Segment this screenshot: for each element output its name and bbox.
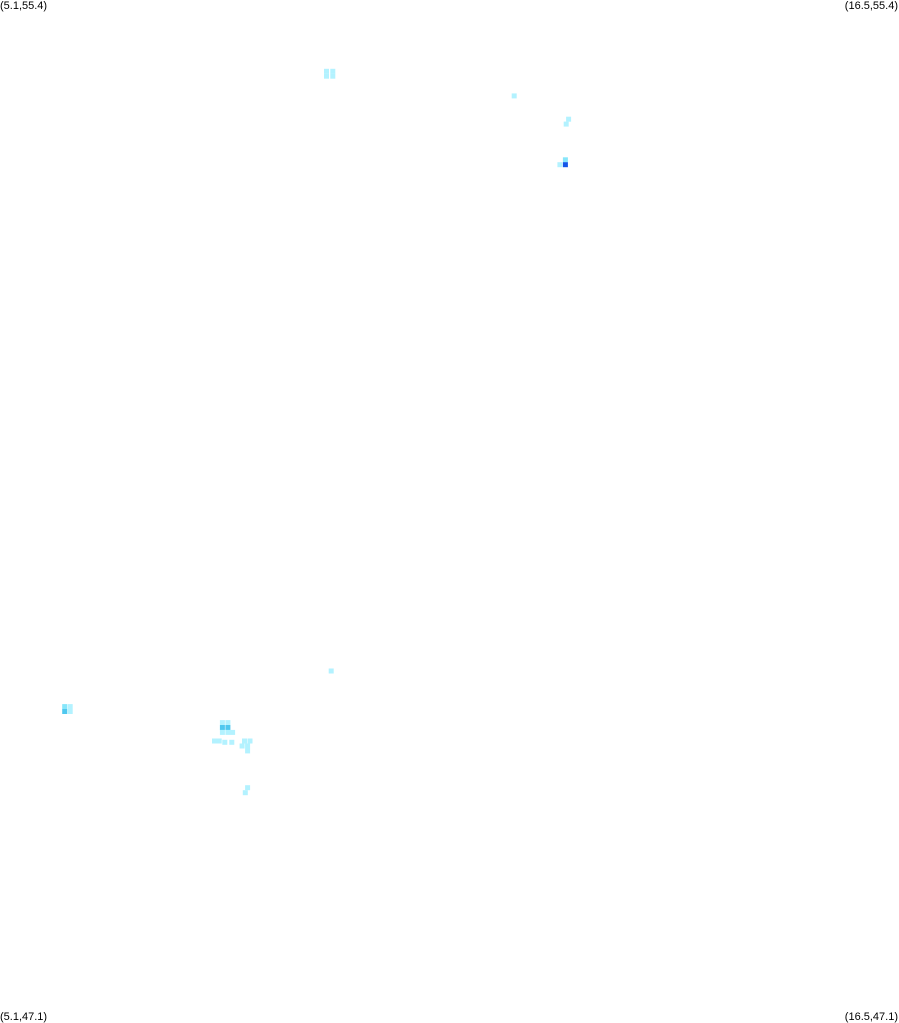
heatmap-cell [225,729,231,735]
heatmap-cells [62,68,572,796]
heatmap-cell [330,73,336,79]
heatmap-cell [219,729,225,735]
heatmap-cell [62,704,68,710]
heatmap-cell [216,738,222,744]
heatmap-cell [222,739,228,745]
heatmap-cell [225,720,231,726]
heatmap-cell [230,729,236,735]
heatmap-cell [330,68,336,74]
heatmap-cell [324,68,329,74]
heatmap-cell [212,738,217,744]
heatmap-cell [557,162,563,168]
corner-label-top-left: (5.1,55.4) [0,0,48,12]
heatmap-cell [245,748,251,754]
heatmap-cell [562,162,568,168]
heatmap-cell [219,725,225,730]
heatmap-cell [239,743,245,749]
corner-label-bottom-left: (5.1,47.1) [0,1011,48,1023]
corner-label-top-right: (16.5,55.4) [844,0,898,12]
heatmap-cell [67,704,73,710]
heatmap-cell [562,157,568,163]
heatmap-cell [324,73,329,79]
heatmap-cell [62,709,68,714]
heatmap-cell [563,121,569,127]
heatmap-cell [247,738,253,744]
corner-label-bottom-right: (16.5,47.1) [844,1011,898,1023]
heatmap-cell [245,743,251,749]
heatmap-cell [229,739,235,745]
heatmap-cell [67,709,73,714]
heatmap-cell [566,116,572,122]
heatmap-cell [245,785,251,791]
heatmap-cell [242,738,247,744]
heatmap-cell [328,668,334,674]
heatmap-cell [242,790,248,796]
heatmap-cell [511,93,517,99]
heatmap-cell [225,725,231,730]
heatmap-cell [219,720,225,726]
